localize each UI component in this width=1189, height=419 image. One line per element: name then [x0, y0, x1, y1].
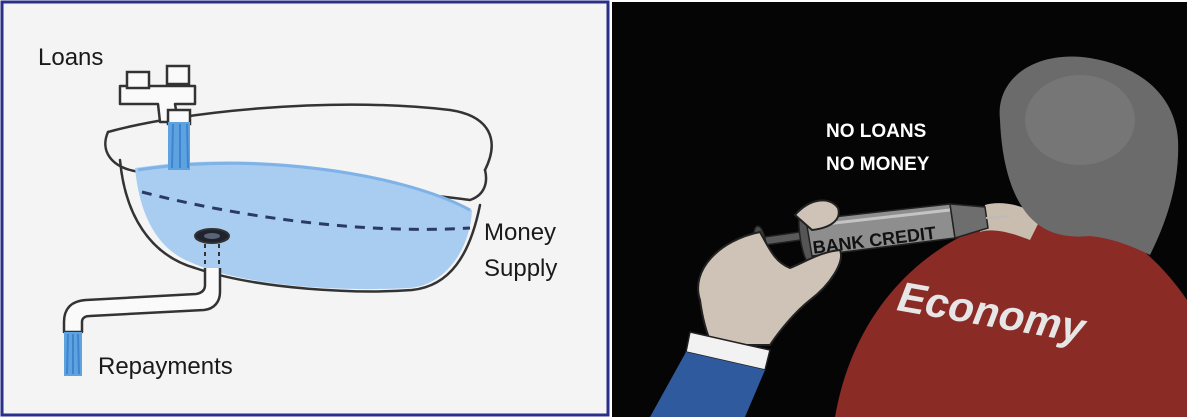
money-label: Money: [484, 219, 556, 246]
inflow-stream: [168, 122, 190, 170]
supply-label: Supply: [484, 255, 557, 282]
bathtub-panel: Loans Money Supply Repayments: [2, 2, 608, 415]
repayments-label: Repayments: [98, 353, 233, 380]
headline-line-2: NO MONEY: [826, 154, 930, 175]
outflow-stream: [64, 332, 82, 376]
syringe-panel: BANK CREDIT NO LOANS NO MONEY Economy: [612, 2, 1187, 417]
headline-line-1: NO LOANS: [826, 121, 926, 142]
loans-label: Loans: [38, 44, 103, 71]
